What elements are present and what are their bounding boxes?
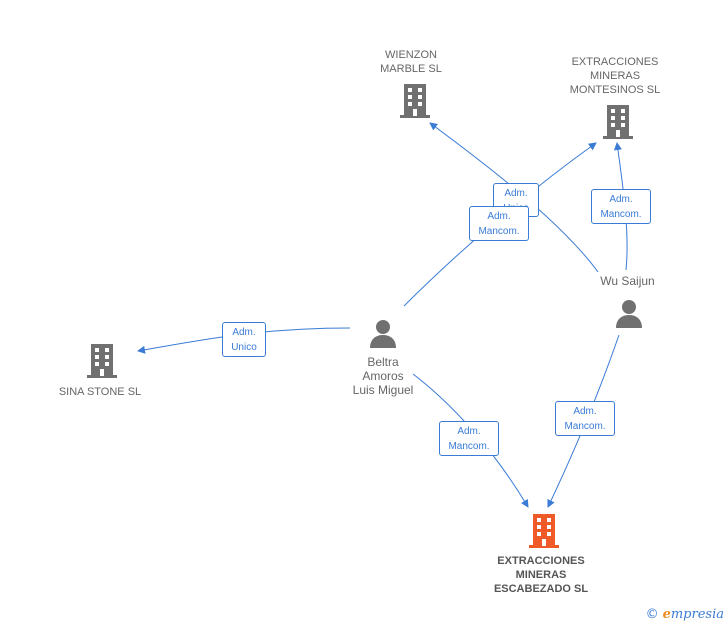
edge-label-beltra-escabezado[interactable]: Adm. Mancom. (439, 421, 499, 456)
building-icon[interactable] (86, 343, 118, 379)
node-label-montesinos: EXTRACCIONES MINERAS MONTESINOS SL (569, 56, 661, 96)
empresia-logo: ©empresia (646, 607, 724, 622)
person-icon[interactable] (368, 319, 398, 349)
person-icon[interactable] (614, 299, 644, 329)
edge-label-wu-escabezado[interactable]: Adm. Mancom. (555, 401, 615, 436)
node-label-beltra: Beltra Amoros Luis Miguel (352, 355, 414, 397)
edge-label-wu-montesinos[interactable]: Adm. Mancom. (591, 189, 651, 224)
node-label-wienzon: WIENZON MARBLE SL (380, 49, 442, 75)
building-icon[interactable] (528, 513, 560, 549)
edge-label-beltra-montesinos[interactable]: Adm. Mancom. (469, 206, 529, 241)
copyright-symbol: © (645, 607, 659, 622)
node-label-escabezado: EXTRACCIONES MINERAS ESCABEZADO SL (493, 555, 589, 595)
brand-initial: e (662, 607, 671, 622)
building-icon[interactable] (602, 104, 634, 140)
node-label-sina: SINA STONE SL (58, 386, 142, 398)
edge-label-beltra-sina[interactable]: Adm. Unico (222, 322, 266, 357)
node-label-wu: Wu Saijun (600, 274, 655, 288)
brand-name: mpresia (670, 607, 724, 622)
building-icon[interactable] (399, 83, 431, 119)
